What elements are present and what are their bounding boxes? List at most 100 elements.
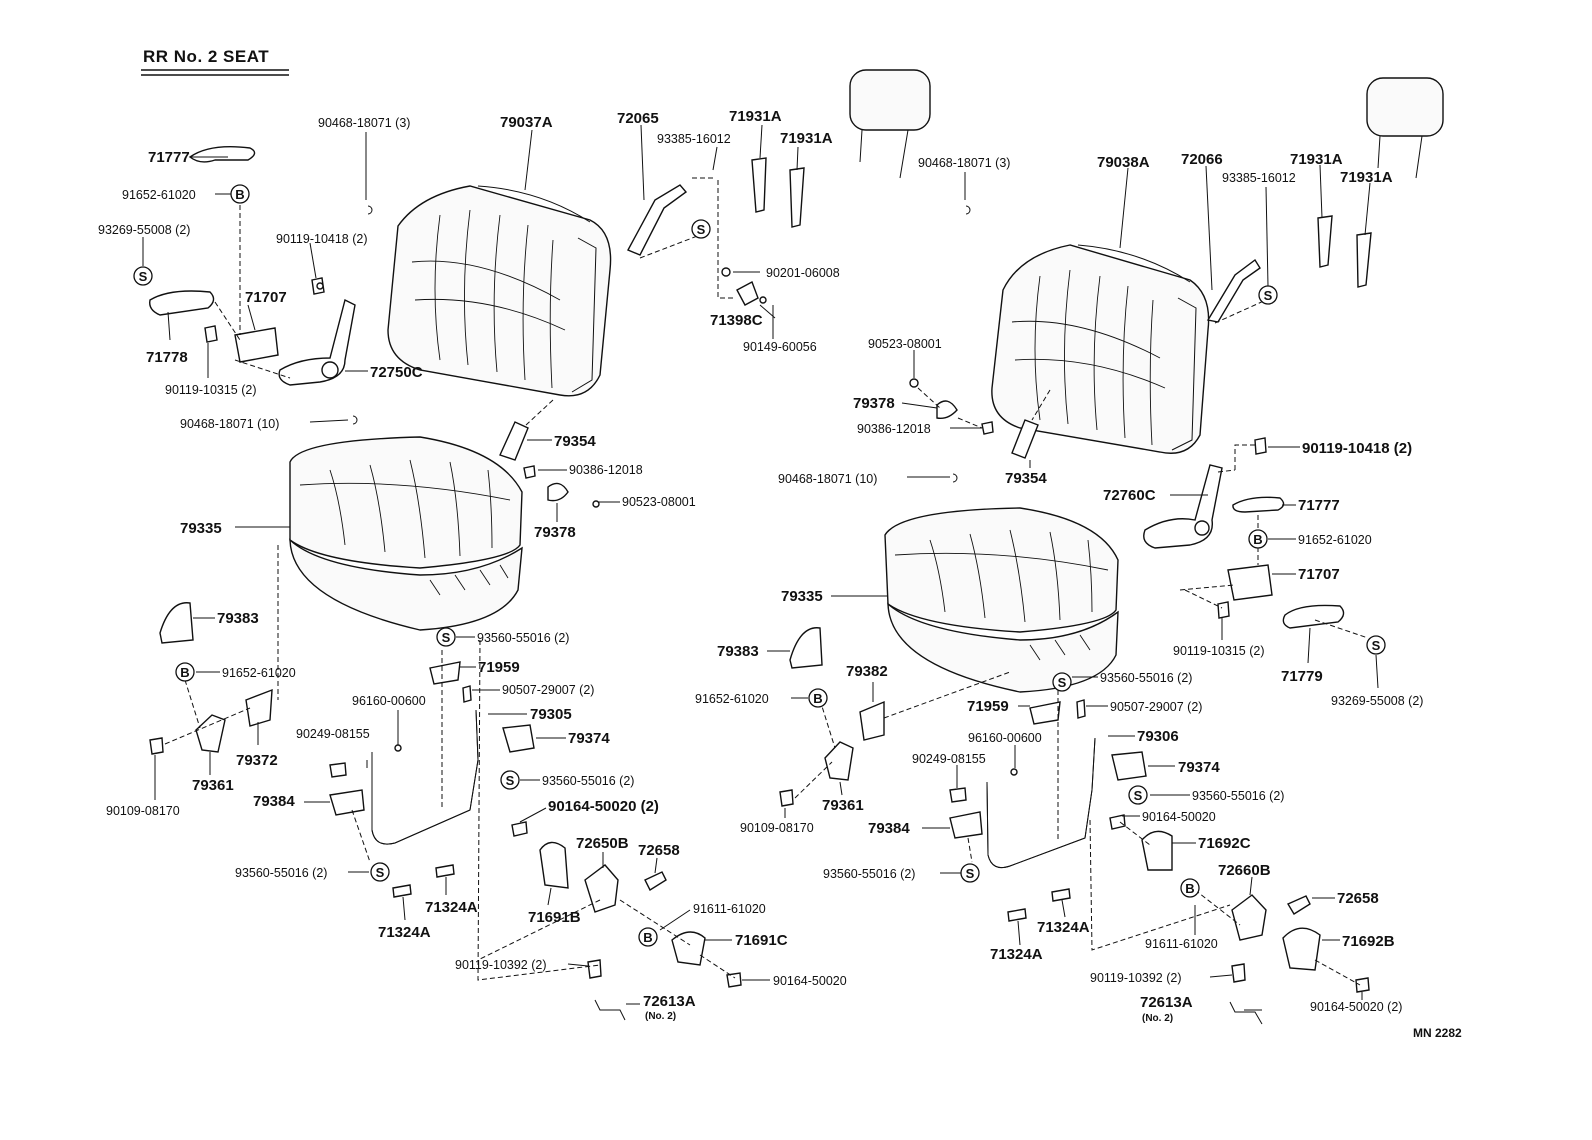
svg-text:B: B bbox=[643, 930, 652, 945]
symbol-s-r7: S bbox=[960, 863, 980, 883]
svg-text:B: B bbox=[813, 691, 822, 706]
part-71931A-right-b bbox=[1356, 232, 1372, 288]
label-79038A: 79038A bbox=[1097, 154, 1150, 171]
part-71324A-left-a bbox=[392, 884, 412, 898]
part-71931A-left-b bbox=[789, 167, 805, 228]
symbol-s-r3: S bbox=[1366, 635, 1386, 655]
part-72658-right bbox=[1286, 895, 1311, 915]
bolt-90164-50020-left-b bbox=[726, 972, 742, 988]
dash-l3 bbox=[234, 359, 291, 379]
dash-r8 bbox=[1179, 584, 1235, 591]
label-90164-50020-l-b: 90164-50020 bbox=[773, 974, 847, 988]
label-79374-r: 79374 bbox=[1178, 759, 1220, 776]
label-96160-00600-l: 96160-00600 bbox=[352, 694, 426, 708]
label-90468-18071-10-l: 90468-18071 (10) bbox=[180, 417, 279, 431]
part-71959-left bbox=[429, 661, 461, 685]
right-seat-back-79038A bbox=[991, 244, 1210, 454]
label-71324A-l-a: 71324A bbox=[425, 899, 478, 916]
label-91652-61020-r: 91652-61020 bbox=[1298, 533, 1372, 547]
label-72613A-l: 72613A bbox=[643, 993, 696, 1010]
label-71778-l: 71778 bbox=[146, 349, 188, 366]
symbol-b-r4: B bbox=[808, 688, 828, 708]
label-71931A-r-a: 71931A bbox=[1290, 151, 1343, 168]
svg-text:S: S bbox=[1058, 675, 1067, 690]
clip-90468-18071-3-left bbox=[367, 205, 373, 215]
spring-90507-29007-right bbox=[1076, 699, 1086, 719]
bolt-90249-08155-left bbox=[329, 762, 347, 778]
label-90468-18071-10-r: 90468-18071 (10) bbox=[778, 472, 877, 486]
label-71691B: 71691B bbox=[528, 909, 581, 926]
label-71959-l: 71959 bbox=[478, 659, 520, 676]
svg-text:S: S bbox=[966, 866, 975, 881]
label-90149-60056: 90149-60056 bbox=[743, 340, 817, 354]
symbol-s-r5: S bbox=[1052, 672, 1072, 692]
part-72660B-right bbox=[1231, 894, 1267, 941]
diagram-title: RR No. 2 SEAT bbox=[143, 47, 269, 66]
label-71707-r: 71707 bbox=[1298, 566, 1340, 583]
label-71959-r: 71959 bbox=[967, 698, 1009, 715]
dash-l4 bbox=[639, 234, 701, 259]
label-90468-18071-3-l: 90468-18071 (3) bbox=[318, 116, 410, 130]
part-79305-frame-left bbox=[371, 709, 479, 845]
dash-l13 bbox=[477, 899, 601, 961]
part-72613A-left bbox=[594, 999, 626, 1021]
part-71324A-right-a bbox=[1007, 908, 1027, 922]
label-79335-r: 79335 bbox=[781, 588, 823, 605]
part-79305-frame-left-inner bbox=[371, 709, 479, 845]
label-72066: 72066 bbox=[1181, 151, 1223, 168]
label-72065: 72065 bbox=[617, 110, 659, 127]
label-71777-r: 71777 bbox=[1298, 497, 1340, 514]
label-90164-50020-r-b: 90164-50020 (2) bbox=[1310, 1000, 1402, 1014]
label-93269-55008-l: 93269-55008 (2) bbox=[98, 223, 190, 237]
dash-r3 bbox=[957, 417, 983, 429]
dash-l9 bbox=[164, 707, 251, 745]
svg-text:S: S bbox=[1372, 638, 1381, 653]
label-71931A-r-b: 71931A bbox=[1340, 169, 1393, 186]
label-91611-61020-l: 91611-61020 bbox=[693, 902, 766, 916]
label-72613A-r: 72613A bbox=[1140, 994, 1193, 1011]
symbol-b-r8: B bbox=[1180, 878, 1200, 898]
label-90507-29007-l: 90507-29007 (2) bbox=[502, 683, 594, 697]
label-90249-08155-l: 90249-08155 bbox=[296, 727, 370, 741]
bolt-head-left bbox=[316, 282, 324, 290]
part-71959-right bbox=[1029, 701, 1061, 725]
part-71398C-left bbox=[736, 281, 759, 306]
svg-text:S: S bbox=[442, 630, 451, 645]
left-seat-back-79037A bbox=[387, 185, 612, 397]
svg-text:B: B bbox=[180, 665, 189, 680]
dash-r14 bbox=[967, 837, 973, 863]
part-72066-right bbox=[1206, 258, 1261, 323]
label-71931A-l-b: 71931A bbox=[780, 130, 833, 147]
hinge-pivot-left bbox=[321, 361, 339, 379]
label-93560-55016-l-a: 93560-55016 (2) bbox=[477, 631, 569, 645]
clip-90523-08001-left bbox=[592, 500, 600, 508]
dash-r16 bbox=[1194, 889, 1241, 926]
symbol-s-l6: S bbox=[500, 770, 520, 790]
label-91652-61020-r-b: 91652-61020 bbox=[695, 692, 769, 706]
part-79374-right bbox=[1111, 751, 1147, 781]
label-71931A-l-a: 71931A bbox=[729, 108, 782, 125]
part-79378-right bbox=[936, 400, 958, 420]
label-71707-l: 71707 bbox=[245, 289, 287, 306]
label-71324A-r-b: 71324A bbox=[990, 946, 1043, 963]
part-79361-left bbox=[195, 714, 226, 753]
part-71931A-right-a bbox=[1317, 215, 1333, 268]
part-72065-left bbox=[627, 184, 688, 256]
right-seat-cushion-79335 bbox=[884, 507, 1119, 693]
symbol-b-l8: B bbox=[638, 927, 658, 947]
bolt-90119-10392-left bbox=[587, 959, 602, 979]
dash-r7 bbox=[1184, 589, 1223, 609]
part-79384-left bbox=[329, 789, 365, 816]
svg-text:B: B bbox=[235, 187, 244, 202]
part-72613A-right bbox=[1229, 1001, 1263, 1025]
label-79335-l: 79335 bbox=[180, 520, 222, 537]
dash-l8 bbox=[184, 679, 201, 729]
label-93560-55016-r-c: 93560-55016 (2) bbox=[823, 867, 915, 881]
symbol-b-l5: B bbox=[175, 662, 195, 682]
label-71324A-r-a: 71324A bbox=[1037, 919, 1090, 936]
left-headrest bbox=[849, 69, 931, 179]
label-93560-55016-l-b: 93560-55016 (2) bbox=[542, 774, 634, 788]
clip-96160-00600-left bbox=[394, 744, 402, 752]
part-79383-right bbox=[789, 627, 823, 669]
label-90109-08170-l: 90109-08170 bbox=[106, 804, 180, 818]
